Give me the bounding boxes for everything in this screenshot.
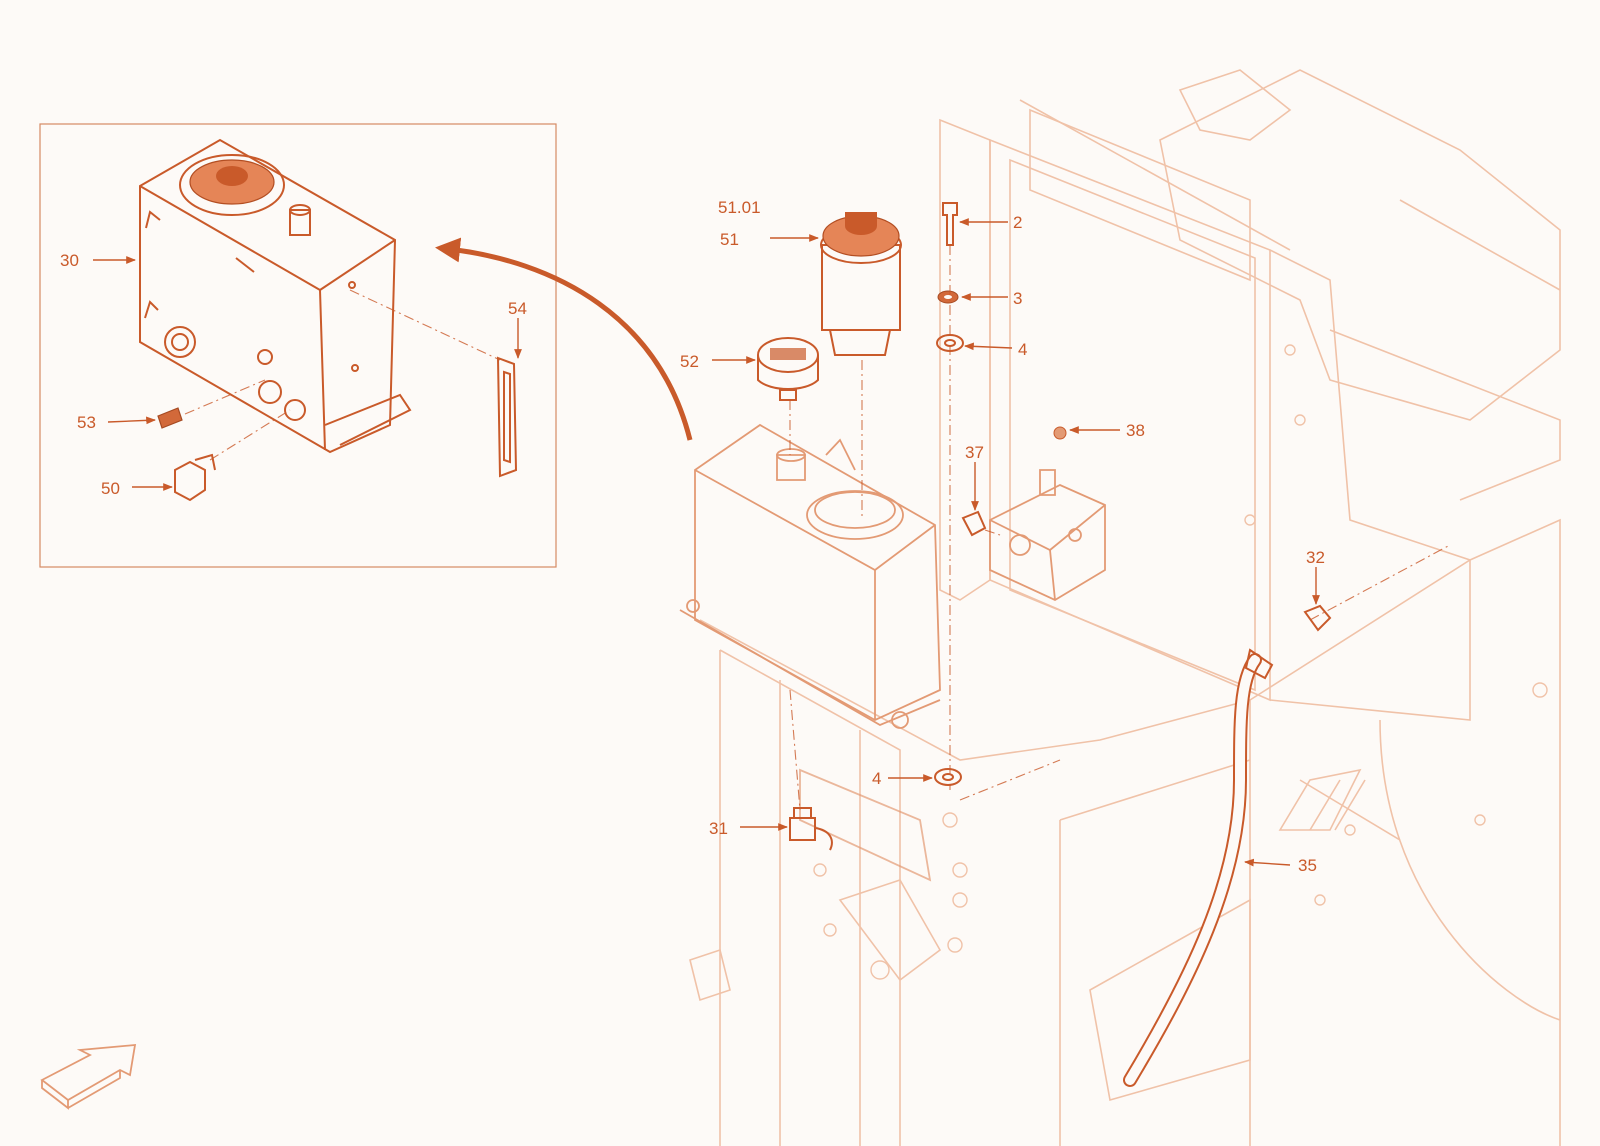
hydraulic-tank <box>679 423 941 729</box>
callout-30: 30 <box>60 251 79 270</box>
leader-lines <box>93 218 1320 867</box>
callout-52: 52 <box>680 352 699 371</box>
callout-3: 3 <box>1013 289 1022 308</box>
drain-fitting <box>789 807 833 851</box>
bolt <box>942 202 958 246</box>
detail-pointer-arrow <box>435 237 693 441</box>
callout-50: 50 <box>101 479 120 498</box>
callout-2: 2 <box>1013 213 1022 232</box>
valve-block <box>989 426 1106 602</box>
plug-37 <box>961 510 987 537</box>
flat-washer-bottom <box>934 768 962 786</box>
machine-frame <box>689 69 1561 1146</box>
callout-38: 38 <box>1126 421 1145 440</box>
callout-51: 51 <box>720 230 739 249</box>
callout-31: 31 <box>709 819 728 838</box>
outline-arrow-icon <box>40 1043 137 1102</box>
callout-54: 54 <box>508 299 527 318</box>
callout-4-bottom: 4 <box>872 769 881 788</box>
callout-35: 35 <box>1298 856 1317 875</box>
callout-32: 32 <box>1306 548 1325 567</box>
callout-53: 53 <box>77 413 96 432</box>
callout-4-top: 4 <box>1018 340 1027 359</box>
detail-inset <box>39 123 557 568</box>
callout-labels: 30 53 50 54 51.01 51 52 2 3 4 38 37 32 4… <box>60 198 1325 875</box>
fitting-32 <box>1303 604 1332 632</box>
callout-51-01: 51.01 <box>718 198 761 217</box>
filter-element <box>820 212 902 356</box>
filler-cap <box>757 337 819 401</box>
callout-37: 37 <box>965 443 984 462</box>
